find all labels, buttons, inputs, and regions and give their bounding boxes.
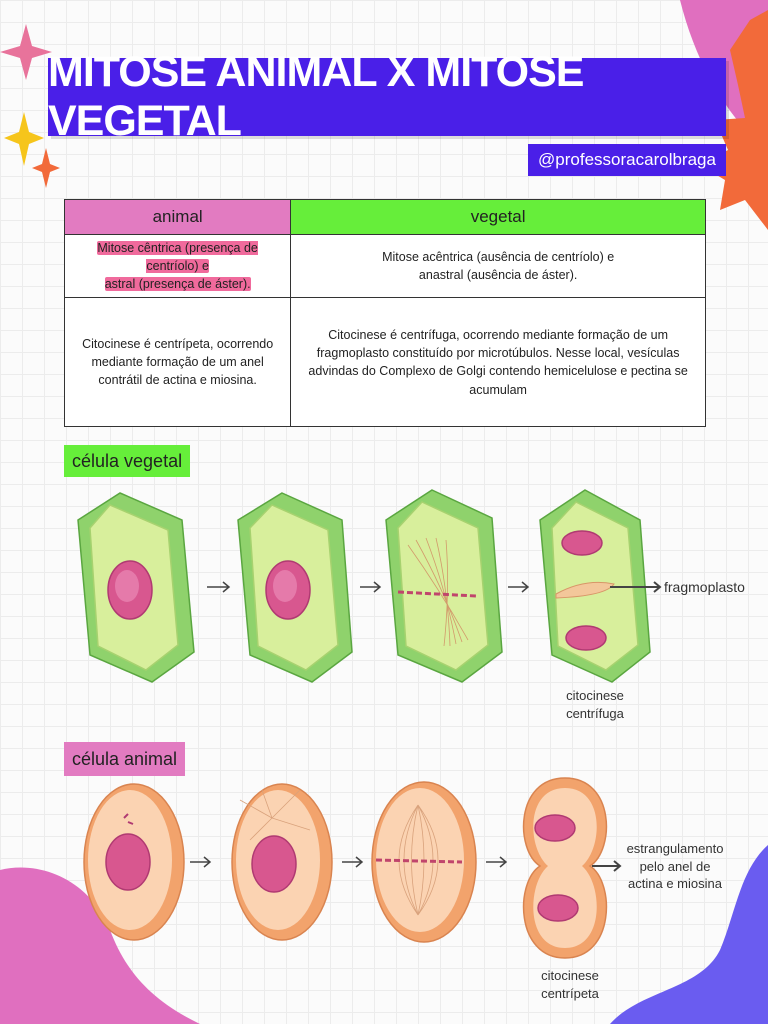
- section-label-animal: célula animal: [64, 742, 186, 776]
- cell-animal-cytokinesis: Citocinese é centrípeta, ocorrendo media…: [63, 297, 292, 428]
- caption-line: centrífuga: [566, 705, 624, 721]
- plant-caption: citocinese centrífuga: [540, 687, 650, 722]
- label-line: pelo anel de: [639, 858, 711, 874]
- caption-line: centrípeta: [541, 985, 599, 1001]
- author-handle: @professoracarolbraga: [528, 144, 726, 176]
- comparison-table: animal vegetal Mitose cêntrica (presença…: [63, 199, 706, 428]
- label-line: actina e miosina: [628, 876, 722, 892]
- caption-line: citocinese: [566, 688, 624, 703]
- animal-arrows: [190, 856, 622, 872]
- highlighted-text: Mitose cêntrica (presença de centríolo) …: [97, 241, 258, 274]
- corner-blob-bottom-left: [0, 867, 200, 1024]
- plant-arrows: [207, 581, 662, 593]
- cell-vegetal-mitosis: Mitose acêntrica (ausência de centríolo)…: [290, 233, 706, 299]
- sparkle-icon-orange: [32, 148, 60, 188]
- sparkle-icon-pink: [0, 24, 52, 80]
- animal-cell-interphase: [83, 783, 185, 941]
- fragmoplast-plate: [555, 581, 615, 599]
- page-title: MITOSE ANIMAL X MITOSE VEGETAL: [48, 48, 726, 145]
- animal-caption: citocinese centrípeta: [515, 967, 625, 1002]
- header-animal: animal: [63, 199, 292, 235]
- constriction-label: estrangulamento pelo anel de actina e mi…: [620, 840, 730, 893]
- label-line: estrangulamento: [626, 841, 724, 856]
- animal-cell-prophase: [231, 783, 333, 941]
- highlighted-text: astral (presença de áster).: [104, 277, 251, 292]
- header-vegetal: vegetal: [290, 199, 706, 235]
- plant-cell-interphase: [77, 492, 195, 683]
- caption-line: citocinese: [541, 968, 599, 983]
- animal-cell-metaphase: [371, 781, 477, 943]
- section-label-plant: célula vegetal: [64, 445, 191, 477]
- plant-cell-metaphase: [385, 489, 503, 683]
- cell-animal-mitosis: Mitose cêntrica (presença de centríolo) …: [63, 233, 292, 299]
- sparkle-icon-yellow: [4, 112, 44, 166]
- animal-cell-telophase: [522, 777, 608, 959]
- plant-cell-prophase: [237, 492, 353, 683]
- text-line: anastral (ausência de áster).: [418, 268, 578, 283]
- cell-vegetal-cytokinesis: Citocinese é centrífuga, ocorrendo media…: [290, 297, 706, 428]
- plant-cell-telophase: [539, 489, 651, 683]
- corner-blob-bottom-right: [610, 845, 768, 1024]
- fragmoplast-label: fragmoplasto: [664, 579, 745, 595]
- text-line: Mitose acêntrica (ausência de centríolo)…: [382, 250, 615, 265]
